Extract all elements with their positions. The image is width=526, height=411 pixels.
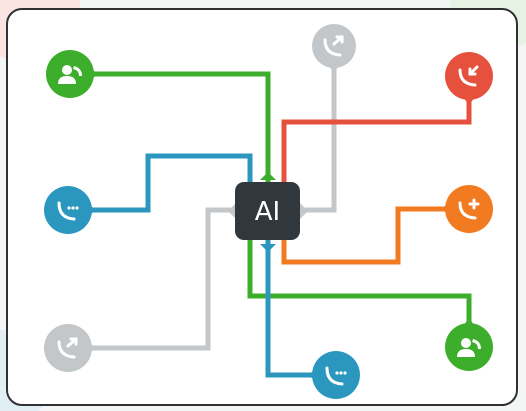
contact-headset-icon bbox=[58, 65, 82, 84]
phone-incoming-icon bbox=[458, 65, 479, 87]
node-mid-left[interactable] bbox=[44, 186, 98, 234]
connector-blue-left bbox=[92, 153, 253, 213]
ai-chip bbox=[235, 182, 300, 240]
node-bottom-center[interactable] bbox=[306, 351, 360, 399]
node-top-left[interactable] bbox=[46, 50, 100, 98]
chip-port-bottom bbox=[260, 244, 276, 252]
connector-orange bbox=[281, 206, 445, 265]
node-top-center[interactable] bbox=[312, 24, 356, 74]
connector-gray-top bbox=[296, 55, 337, 213]
chip-port-right bbox=[300, 203, 308, 219]
phone-dots-icon bbox=[57, 201, 76, 221]
phone-outgoing-icon bbox=[323, 35, 344, 57]
node-top-right[interactable] bbox=[445, 52, 493, 106]
chip-port-left bbox=[228, 203, 236, 219]
connector-green-bottom bbox=[247, 240, 472, 322]
phone-outgoing-icon bbox=[57, 337, 78, 359]
connector-red bbox=[281, 98, 472, 182]
connector-green-top bbox=[94, 71, 271, 196]
node-bottom-left[interactable] bbox=[44, 324, 98, 372]
ai-chip-label: AI bbox=[255, 197, 280, 227]
phone-dots-icon bbox=[325, 366, 344, 386]
chip-port-top bbox=[260, 172, 276, 180]
node-mid-right[interactable] bbox=[439, 185, 493, 233]
contact-headset-icon bbox=[457, 338, 481, 357]
phone-add-icon bbox=[458, 198, 480, 220]
node-bottom-right[interactable] bbox=[445, 317, 493, 371]
connector-blue-bottom bbox=[265, 240, 312, 378]
connector-gray-bottom bbox=[92, 207, 240, 351]
